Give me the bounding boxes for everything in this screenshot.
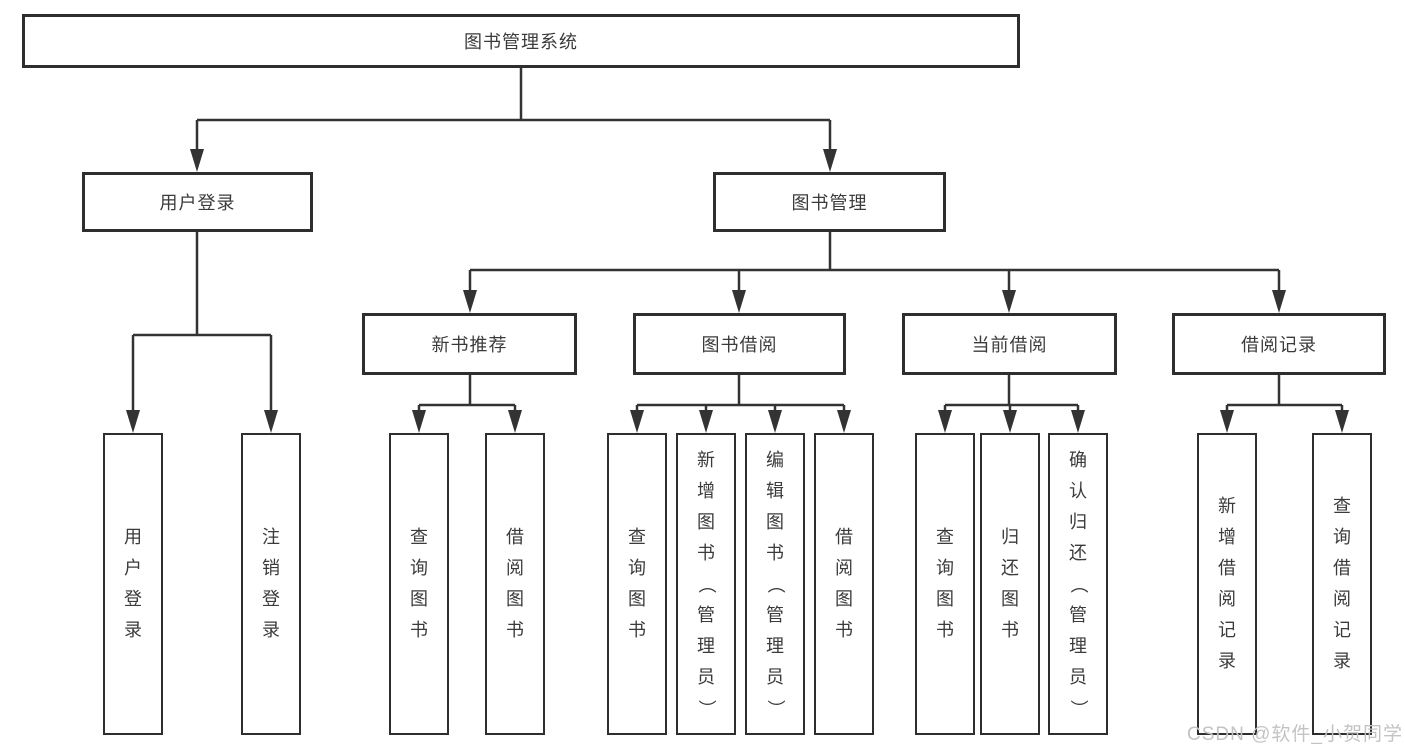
leaf-borrow-books-recommend: 借阅图书 [485,433,545,735]
node-root-label: 图书管理系统 [464,32,578,52]
edge-root-to-level2 [195,68,832,152]
leaf-edit-book-admin-label: 编辑图书（管理员） [765,449,786,717]
arrow-leaf-borrow-books-b [837,410,851,433]
leaf-user-login-label: 用户登录 [124,527,142,640]
leaf-add-book-admin-label: 新增图书（管理员） [696,449,717,717]
arrow-leaf-query-books-a [412,410,426,433]
arrow-leaf-confirm-return [1071,410,1085,433]
node-user-login: 用户登录 [82,172,313,232]
leaf-add-borrow-record: 新增借阅记录 [1197,433,1257,735]
leaf-confirm-return-admin: 确认归还（管理员） [1048,433,1108,735]
edge-book-borrow-to-children [635,375,846,413]
node-new-book-recommend-label: 新书推荐 [431,335,508,355]
leaf-borrow-books: 借阅图书 [814,433,874,735]
arrow-leaf-query-borrow-record [1335,410,1349,433]
leaf-borrow-books-recommend-label: 借阅图书 [506,527,524,640]
arrow-book-management [823,149,837,172]
arrow-leaf-return-book [1003,410,1017,433]
leaf-confirm-return-admin-label: 确认归还（管理员） [1068,449,1089,717]
edge-new-book-recommend-to-children [417,375,517,413]
leaf-return-book-label: 归还图书 [1001,527,1019,640]
node-book-management-label: 图书管理 [791,193,868,213]
leaf-query-borrow-record-label: 查询借阅记录 [1333,496,1351,671]
edge-user-login-to-children [131,232,273,413]
node-book-borrow: 图书借阅 [633,313,846,375]
leaf-query-books-current-label: 查询图书 [936,527,954,640]
node-user-login-label: 用户登录 [159,193,236,213]
leaf-query-books-current: 查询图书 [915,433,975,735]
leaf-logout: 注销登录 [241,433,301,735]
node-current-borrow-label: 当前借阅 [971,335,1048,355]
arrow-user-login [190,149,204,172]
node-root-book-management-system: 图书管理系统 [22,14,1020,68]
leaf-query-books-borrow: 查询图书 [607,433,667,735]
arrow-leaf-add-borrow-record [1220,410,1234,433]
edge-book-management-to-level3 [468,232,1281,293]
leaf-add-borrow-record-label: 新增借阅记录 [1218,496,1236,671]
watermark: CSDN @软件_小贺同学 [1187,724,1403,745]
arrow-leaf-query-books-b [630,410,644,433]
arrow-leaf-query-books-c [938,410,952,433]
leaf-user-login: 用户登录 [103,433,163,735]
node-current-borrow: 当前借阅 [902,313,1117,375]
leaf-borrow-books-label: 借阅图书 [835,527,853,640]
leaf-edit-book-admin: 编辑图书（管理员） [745,433,805,735]
arrowheads [126,149,1349,433]
connector-edges [131,68,1344,413]
node-borrow-records-label: 借阅记录 [1241,335,1317,355]
node-book-borrow-label: 图书借阅 [701,335,778,355]
edge-current-borrow-to-children [943,375,1080,413]
arrow-borrow-records [1272,290,1286,313]
arrow-leaf-user-login [126,410,140,433]
edge-borrow-records-to-children [1225,375,1344,413]
node-borrow-records: 借阅记录 [1172,313,1386,375]
arrow-new-book-recommend [463,290,477,313]
arrow-current-borrow [1002,290,1016,313]
node-book-management: 图书管理 [713,172,946,232]
leaf-return-book: 归还图书 [980,433,1040,735]
arrow-book-borrow [732,290,746,313]
node-new-book-recommend: 新书推荐 [362,313,577,375]
leaf-query-books-borrow-label: 查询图书 [628,527,646,640]
arrow-leaf-logout [264,410,278,433]
leaf-query-borrow-record: 查询借阅记录 [1312,433,1372,735]
leaf-add-book-admin: 新增图书（管理员） [676,433,736,735]
arrow-leaf-edit-book [768,410,782,433]
arrow-leaf-add-book [699,410,713,433]
arrow-leaf-borrow-books-a [508,410,522,433]
leaf-query-books-recommend: 查询图书 [389,433,449,735]
leaf-logout-label: 注销登录 [262,527,280,640]
leaf-query-books-recommend-label: 查询图书 [410,527,428,640]
